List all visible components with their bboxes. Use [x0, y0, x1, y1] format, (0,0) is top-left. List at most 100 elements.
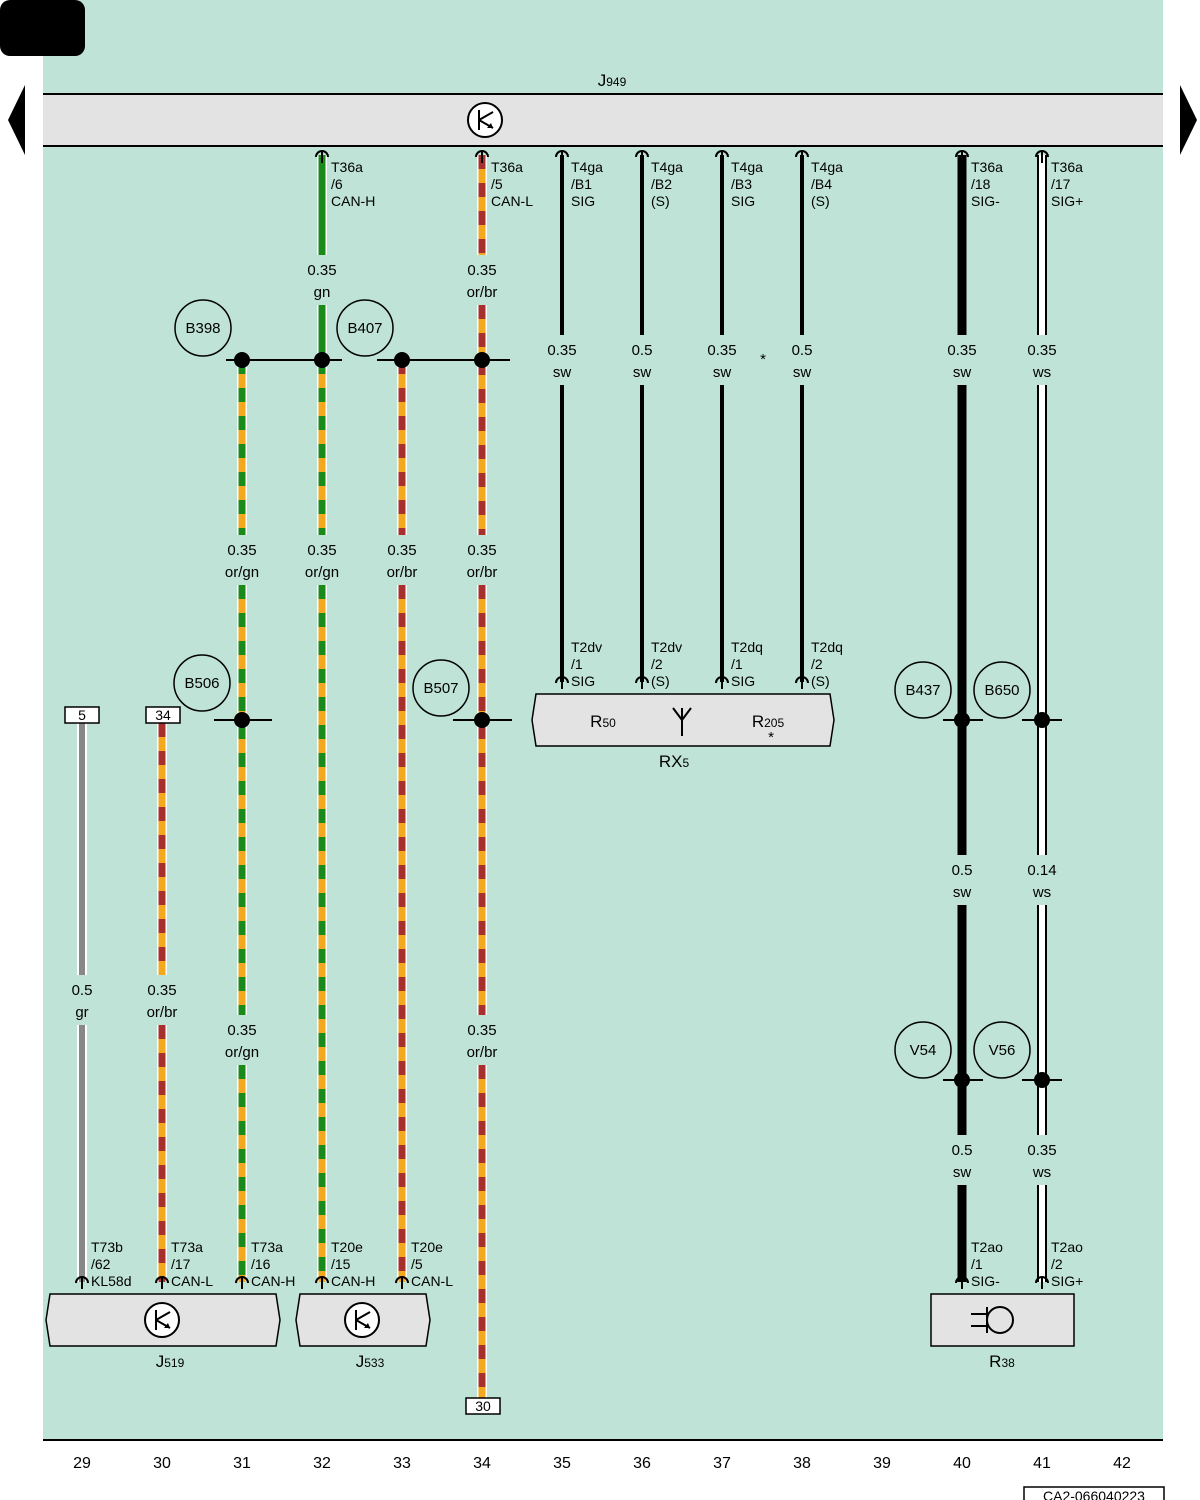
svg-text:0.35: 0.35 [467, 542, 496, 559]
column-number: 34 [473, 1455, 491, 1472]
svg-text:/18: /18 [971, 176, 991, 192]
svg-text:34: 34 [155, 707, 171, 723]
svg-text:/62: /62 [91, 1256, 111, 1272]
j519-component: J519 [45, 1293, 281, 1371]
junction-b506: B506 [173, 654, 231, 712]
rx5-pin-36: T2dv/2(S) [635, 639, 682, 690]
svg-text:T4ga: T4ga [571, 159, 603, 175]
svg-text:0.35: 0.35 [947, 342, 976, 359]
svg-text:/2: /2 [811, 656, 823, 672]
r38-component: R38 [930, 1293, 1075, 1371]
junction-v56: V56 [973, 1021, 1031, 1079]
svg-text:/B1: /B1 [571, 176, 592, 192]
svg-text:/B3: /B3 [731, 176, 752, 192]
svg-text:/16: /16 [251, 1256, 271, 1272]
svg-text:0.35: 0.35 [467, 262, 496, 279]
svg-text:B437: B437 [905, 682, 940, 699]
svg-text:ws: ws [1032, 884, 1051, 901]
svg-text:SIG+: SIG+ [1051, 1273, 1083, 1289]
svg-text:0.35: 0.35 [467, 1022, 496, 1039]
reference-box-5[interactable]: 5 [64, 706, 100, 724]
svg-text:sw: sw [713, 364, 732, 381]
svg-text:30: 30 [475, 1398, 491, 1414]
svg-text:SIG+: SIG+ [1051, 193, 1083, 209]
svg-text:ws: ws [1032, 1164, 1051, 1181]
j519-label: J519 [156, 1352, 185, 1371]
next-page-arrow[interactable] [1180, 85, 1197, 155]
microphone-icon [971, 1306, 1014, 1334]
rx5-pin-38: T2dq/2(S) [795, 639, 843, 690]
svg-text:gn: gn [314, 284, 331, 301]
j949-label: J949 [598, 71, 627, 90]
svg-text:T2dv: T2dv [651, 639, 682, 655]
svg-text:/1: /1 [971, 1256, 983, 1272]
svg-text:(S): (S) [811, 673, 830, 689]
j533-component: J533 [295, 1293, 431, 1371]
column-number: 30 [153, 1455, 171, 1472]
svg-text:B398: B398 [185, 320, 220, 337]
svg-text:T36a: T36a [971, 159, 1003, 175]
svg-text:0.35: 0.35 [547, 342, 576, 359]
column-number: 42 [1113, 1455, 1131, 1472]
svg-text:or/gn: or/gn [225, 1044, 259, 1061]
column-number: 40 [953, 1455, 971, 1472]
svg-text:(S): (S) [811, 193, 830, 209]
svg-text:SIG: SIG [731, 193, 755, 209]
wire-spec-label: 0.5sw [952, 862, 973, 901]
svg-text:CA2-066040223: CA2-066040223 [1043, 1488, 1145, 1500]
reference-box-34[interactable]: 34 [145, 706, 181, 724]
svg-text:T2dv: T2dv [571, 639, 602, 655]
column-number: 31 [233, 1455, 251, 1472]
r38-label: R38 [989, 1352, 1015, 1371]
svg-text:T4ga: T4ga [731, 159, 763, 175]
svg-text:0.35: 0.35 [387, 542, 416, 559]
svg-text:T4ga: T4ga [811, 159, 843, 175]
pin-labels: T36a/6CAN-HT36a/5CAN-LT4ga/B1SIGT4ga/B2(… [75, 150, 1083, 1290]
svg-text:B407: B407 [347, 320, 382, 337]
junction-v54: V54 [894, 1021, 952, 1079]
column-number: 37 [713, 1455, 731, 1472]
reference-box-30[interactable]: 30 [465, 1397, 501, 1415]
svg-text:CAN-H: CAN-H [251, 1273, 295, 1289]
svg-text:sw: sw [953, 364, 972, 381]
svg-text:V56: V56 [989, 1042, 1016, 1059]
svg-text:CAN-H: CAN-H [331, 1273, 375, 1289]
control-unit-icon [144, 1302, 180, 1338]
j949-component [43, 94, 1163, 146]
svg-text:T36a: T36a [331, 159, 363, 175]
svg-text:/17: /17 [171, 1256, 191, 1272]
svg-text:0.5: 0.5 [952, 1142, 973, 1159]
svg-text:/17: /17 [1051, 176, 1071, 192]
splice-dots [234, 352, 1050, 1088]
svg-text:SIG-: SIG- [971, 1273, 1000, 1289]
svg-text:T73a: T73a [251, 1239, 283, 1255]
svg-text:CAN-L: CAN-L [411, 1273, 453, 1289]
svg-text:sw: sw [953, 1164, 972, 1181]
svg-text:/5: /5 [411, 1256, 423, 1272]
previous-page-arrow[interactable] [8, 85, 25, 155]
wire-spec-label: 0.5sw [632, 342, 653, 381]
antenna-icon [672, 707, 692, 736]
page-tab [0, 0, 85, 56]
svg-text:T20e: T20e [331, 1239, 363, 1255]
column-number: 35 [553, 1455, 571, 1472]
svg-text:T73b: T73b [91, 1239, 123, 1255]
junction-b398: B398 [174, 299, 232, 357]
column-number: 41 [1033, 1455, 1051, 1472]
svg-text:SIG: SIG [571, 673, 595, 689]
svg-text:T2dq: T2dq [731, 639, 763, 655]
